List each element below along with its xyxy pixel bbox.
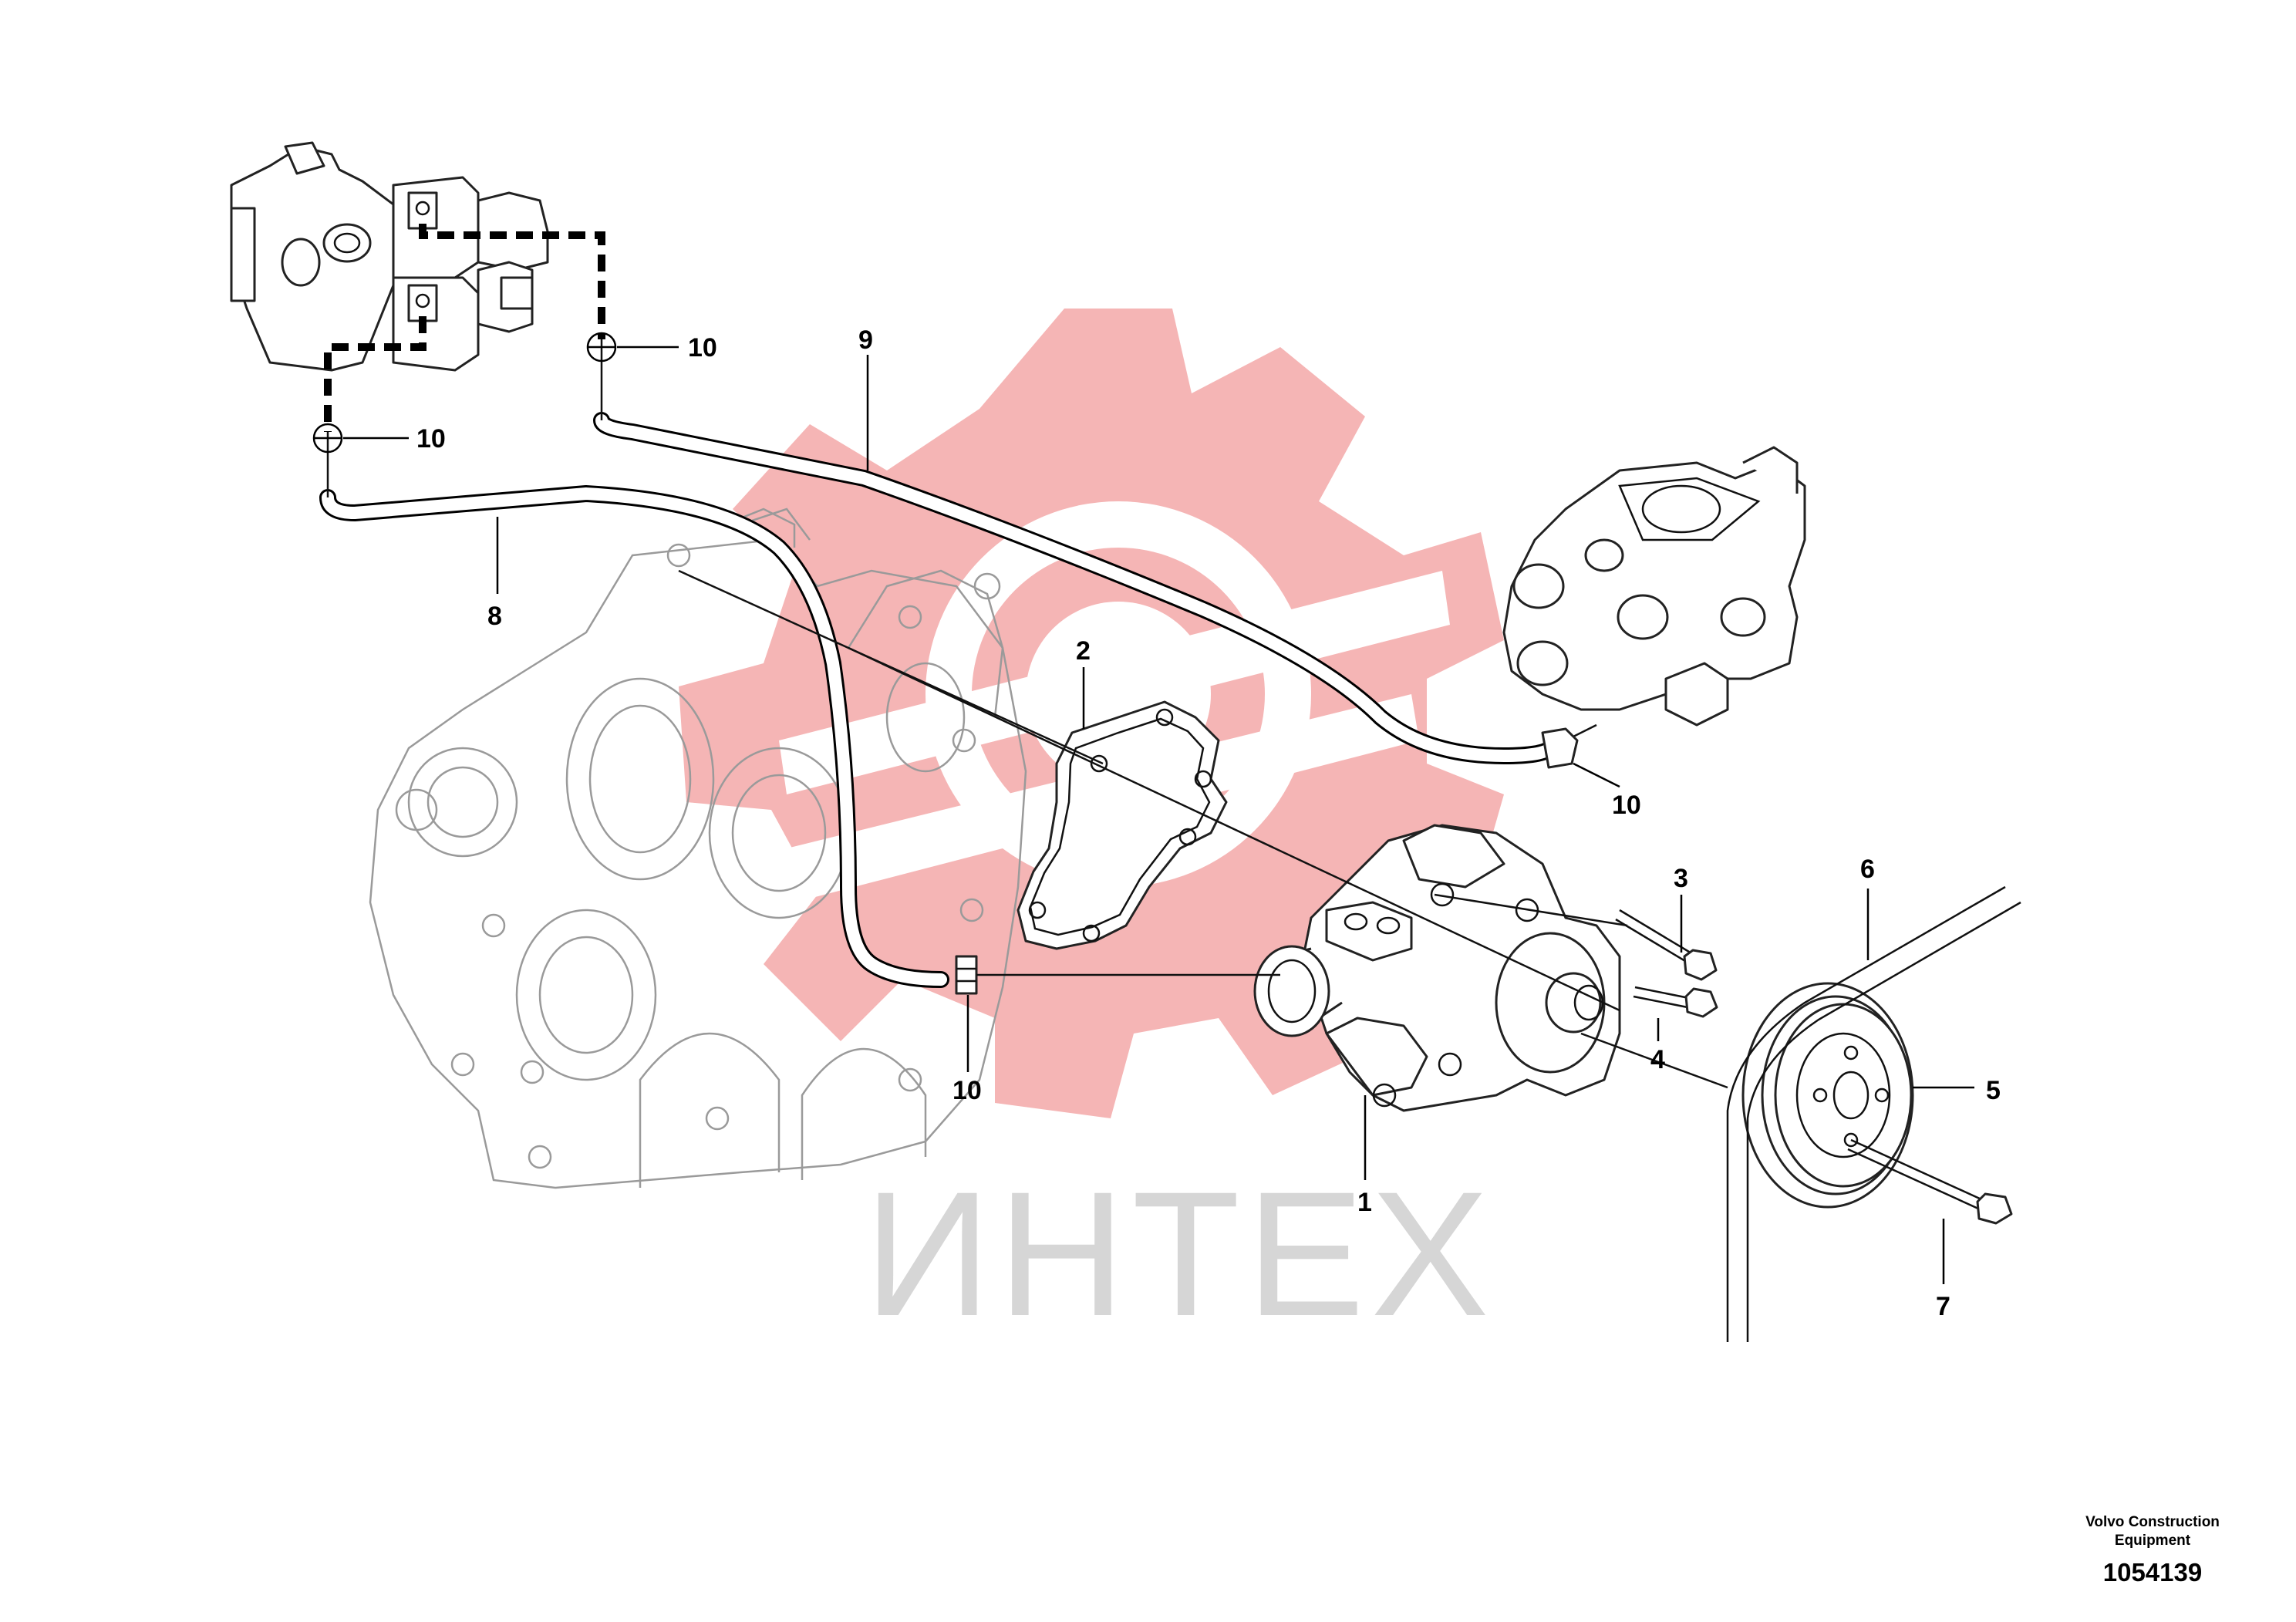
watermark: ИНТЕХ [679,309,1504,1353]
document-number: 1054139 [2102,1558,2203,1587]
callout-4: 4 [1650,1045,1665,1074]
callout-6: 6 [1860,855,1875,884]
callout-9: 9 [858,325,873,355]
callout-5: 5 [1986,1076,2001,1105]
hose-clamp-pump [955,955,978,995]
gasket [1017,700,1228,950]
hose-clamp-lower [312,423,343,454]
publisher-block: Volvo Construction Equipment 1054139 [2052,1513,2253,1587]
callout-1: 1 [1357,1188,1372,1217]
publisher-name-line1: Volvo Construction [2085,1514,2220,1530]
bolt-7 [1847,1138,2013,1225]
callout-10-lower: 10 [416,424,446,454]
hose-clamp-right [1541,727,1579,769]
leader-lines [343,346,1974,1284]
callout-10-right: 10 [1612,791,1641,820]
drive-belt [1726,885,2021,1342]
sensor-unit [230,141,549,372]
callout-8: 8 [487,602,502,631]
timing-cover [369,508,1027,1189]
assembly-axis-lines [678,569,1728,1089]
hose-clamp-upper [586,332,617,363]
dashed-connection-upper [419,224,605,339]
callouts: 1 2 3 4 5 6 7 8 9 10 10 10 10 [416,325,2001,1321]
thermostat-housing [1502,446,1806,727]
watermark-text: ИНТЕХ [864,1155,1495,1353]
pulley [1741,982,1914,1209]
bolt-3 [1615,909,1718,981]
hose-8 [319,432,949,988]
callout-2: 2 [1076,636,1091,666]
callout-7: 7 [1936,1292,1950,1321]
callout-10-pump: 10 [952,1076,982,1105]
dashed-connection-lower [324,316,426,432]
water-pump [1253,824,1621,1112]
callout-3: 3 [1674,864,1688,893]
bolt-4 [1633,986,1718,1018]
publisher-name-line2: Equipment [2114,1533,2191,1549]
callout-10-upper: 10 [688,333,717,363]
